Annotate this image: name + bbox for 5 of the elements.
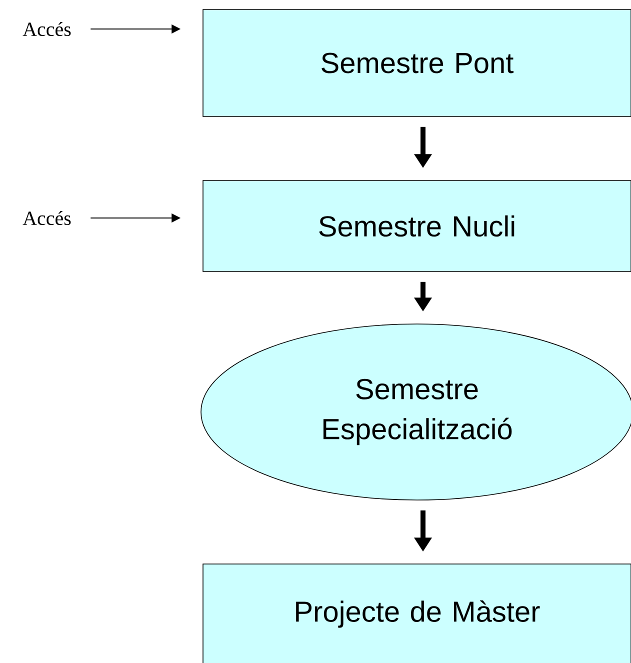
process-box: Semestre Nucli	[202, 180, 631, 272]
process-box: Semestre Pont	[202, 9, 631, 117]
access-label: Accés	[22, 210, 71, 226]
process-box: Projecte de Màster	[202, 564, 631, 663]
access-label: Accés	[22, 22, 71, 36]
